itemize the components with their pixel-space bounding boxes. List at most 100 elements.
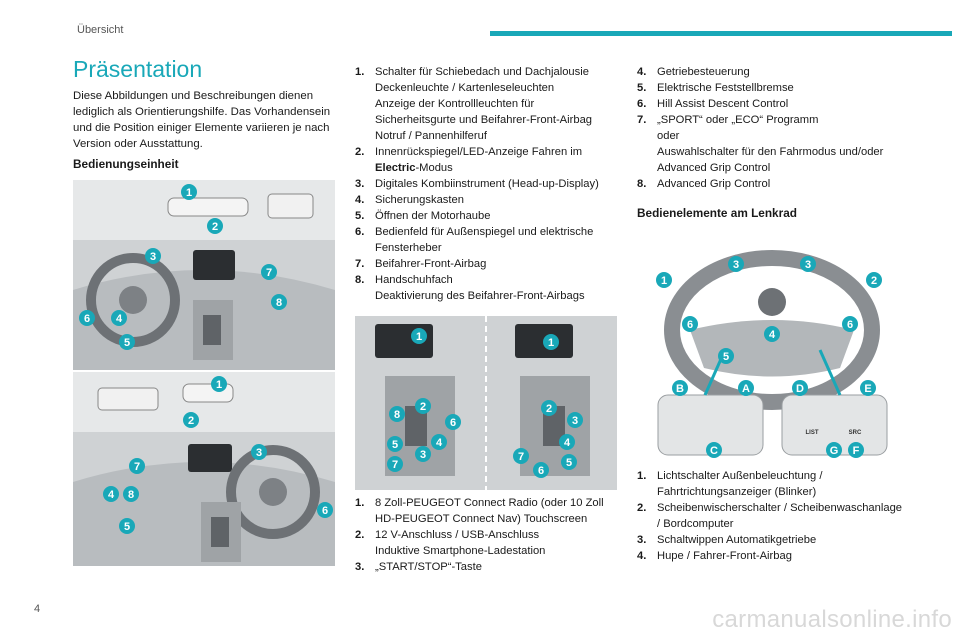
svg-text:4: 4 bbox=[116, 313, 123, 325]
page-number: 4 bbox=[34, 603, 41, 615]
callout-1: 1 bbox=[543, 334, 559, 350]
steering-wheel-illustration: LIST SRC 1 3 3 2 6 6 4 5 B A D E C G F bbox=[650, 250, 895, 460]
callout-8: 8 bbox=[123, 486, 139, 502]
callout-6: 6 bbox=[317, 502, 333, 518]
svg-text:7: 7 bbox=[266, 267, 272, 279]
list-item: 5.Elektrische Feststellbremse bbox=[637, 82, 794, 94]
svg-text:1: 1 bbox=[186, 187, 192, 199]
callout-5: 5 bbox=[561, 454, 577, 470]
svg-text:3: 3 bbox=[733, 259, 739, 271]
list-item: 5.Öffnen der Motorhaube bbox=[355, 210, 491, 222]
list-item: 2.Innenrückspiegel/LED-Anzeige Fahren im… bbox=[355, 146, 583, 174]
callout-3: 3 bbox=[415, 446, 431, 462]
callout-5: 5 bbox=[718, 348, 734, 364]
list-item: 7.Beifahrer-Front-Airbag bbox=[355, 258, 487, 270]
list-item: 1.Lichtschalter Außenbeleuchtung / Fahrt… bbox=[637, 470, 823, 498]
callout-1: 1 bbox=[411, 328, 427, 344]
list-item: 1.Schalter für Schiebedach und Dachjalou… bbox=[355, 66, 593, 142]
svg-text:A: A bbox=[742, 383, 750, 395]
svg-text:6: 6 bbox=[847, 319, 853, 331]
section-heading-steering-controls: Bedienelemente am Lenkrad bbox=[637, 206, 797, 220]
svg-text:4: 4 bbox=[564, 437, 571, 449]
dashboard-illustration-top: 1 2 3 7 8 6 4 5 bbox=[73, 180, 335, 370]
callout-6: 6 bbox=[842, 316, 858, 332]
svg-text:6: 6 bbox=[450, 417, 456, 429]
callout-1: 1 bbox=[211, 376, 227, 392]
callout-8: 8 bbox=[271, 294, 287, 310]
callout-7: 7 bbox=[261, 264, 277, 280]
svg-text:F: F bbox=[853, 445, 860, 457]
callout-1: 1 bbox=[656, 272, 672, 288]
callout-5: 5 bbox=[119, 334, 135, 350]
callout-3: 3 bbox=[800, 256, 816, 272]
list-item: 3.Schaltwippen Automatikgetriebe bbox=[637, 534, 817, 546]
callout-4: 4 bbox=[559, 434, 575, 450]
callout-A: A bbox=[738, 380, 754, 396]
list-item: 6.Bedienfeld für Außenspiegel und elektr… bbox=[355, 226, 594, 254]
svg-text:1: 1 bbox=[416, 331, 422, 343]
callout-F: F bbox=[848, 442, 864, 458]
dashboard-illustration-bottom: 1 2 3 7 4 8 5 6 bbox=[73, 372, 335, 566]
list-item: 1.8 Zoll-PEUGEOT Connect Radio (oder 10 … bbox=[355, 497, 604, 525]
callout-2: 2 bbox=[207, 218, 223, 234]
center-console-illustration: 1 8 2 6 5 4 3 7 1 3 2 4 7 5 6 bbox=[355, 316, 617, 490]
src-button-label: SRC bbox=[849, 430, 862, 436]
svg-text:6: 6 bbox=[687, 319, 693, 331]
callout-4: 4 bbox=[103, 486, 119, 502]
callout-4: 4 bbox=[764, 326, 780, 342]
svg-text:5: 5 bbox=[566, 457, 572, 469]
callout-E: E bbox=[860, 380, 876, 396]
callout-5: 5 bbox=[119, 518, 135, 534]
callout-3: 3 bbox=[251, 444, 267, 460]
console-list-continued: 4.Getriebesteuerung 5.Elektrische Festst… bbox=[637, 64, 907, 192]
svg-text:G: G bbox=[830, 445, 839, 457]
svg-text:2: 2 bbox=[212, 221, 218, 233]
callout-D: D bbox=[792, 380, 808, 396]
list-item: 4.Getriebesteuerung bbox=[637, 66, 750, 78]
svg-text:3: 3 bbox=[420, 449, 426, 461]
svg-text:5: 5 bbox=[392, 439, 398, 451]
svg-text:2: 2 bbox=[546, 403, 552, 415]
svg-text:2: 2 bbox=[871, 275, 877, 287]
svg-text:D: D bbox=[796, 383, 804, 395]
callout-3: 3 bbox=[567, 412, 583, 428]
svg-text:5: 5 bbox=[124, 521, 130, 533]
svg-text:3: 3 bbox=[805, 259, 811, 271]
callout-7: 7 bbox=[513, 448, 529, 464]
callout-7: 7 bbox=[387, 456, 403, 472]
list-item: 4.Sicherungskasten bbox=[355, 194, 464, 206]
svg-text:3: 3 bbox=[256, 447, 262, 459]
svg-text:3: 3 bbox=[572, 415, 578, 427]
callout-4: 4 bbox=[431, 434, 447, 450]
intro-paragraph: Diese Abbildungen und Beschreibungen die… bbox=[73, 90, 331, 150]
page-title: Präsentation bbox=[73, 56, 203, 82]
section-header: Übersicht bbox=[77, 24, 124, 36]
svg-text:5: 5 bbox=[723, 351, 729, 363]
svg-text:1: 1 bbox=[661, 275, 667, 287]
svg-text:8: 8 bbox=[128, 489, 134, 501]
callout-6: 6 bbox=[533, 462, 549, 478]
svg-text:4: 4 bbox=[436, 437, 443, 449]
svg-text:7: 7 bbox=[134, 461, 140, 473]
callout-G: G bbox=[826, 442, 842, 458]
list-item: 2.Scheibenwischerschalter / Scheibenwasc… bbox=[637, 502, 903, 530]
svg-text:6: 6 bbox=[322, 505, 328, 517]
callout-6: 6 bbox=[682, 316, 698, 332]
watermark: carmanualsonline.info bbox=[712, 606, 952, 633]
callout-2: 2 bbox=[183, 412, 199, 428]
svg-text:1: 1 bbox=[548, 337, 554, 349]
list-item: 3.„START/STOP“-Taste bbox=[355, 561, 482, 573]
svg-text:C: C bbox=[710, 445, 718, 457]
svg-text:8: 8 bbox=[394, 409, 400, 421]
callout-6: 6 bbox=[445, 414, 461, 430]
callout-1: 1 bbox=[181, 184, 197, 200]
console-list: 1.8 Zoll-PEUGEOT Connect Radio (oder 10 … bbox=[355, 495, 615, 575]
control-unit-list: 1.Schalter für Schiebedach und Dachjalou… bbox=[355, 64, 615, 304]
callout-2: 2 bbox=[866, 272, 882, 288]
svg-text:7: 7 bbox=[392, 459, 398, 471]
svg-text:2: 2 bbox=[188, 415, 194, 427]
svg-text:8: 8 bbox=[276, 297, 282, 309]
